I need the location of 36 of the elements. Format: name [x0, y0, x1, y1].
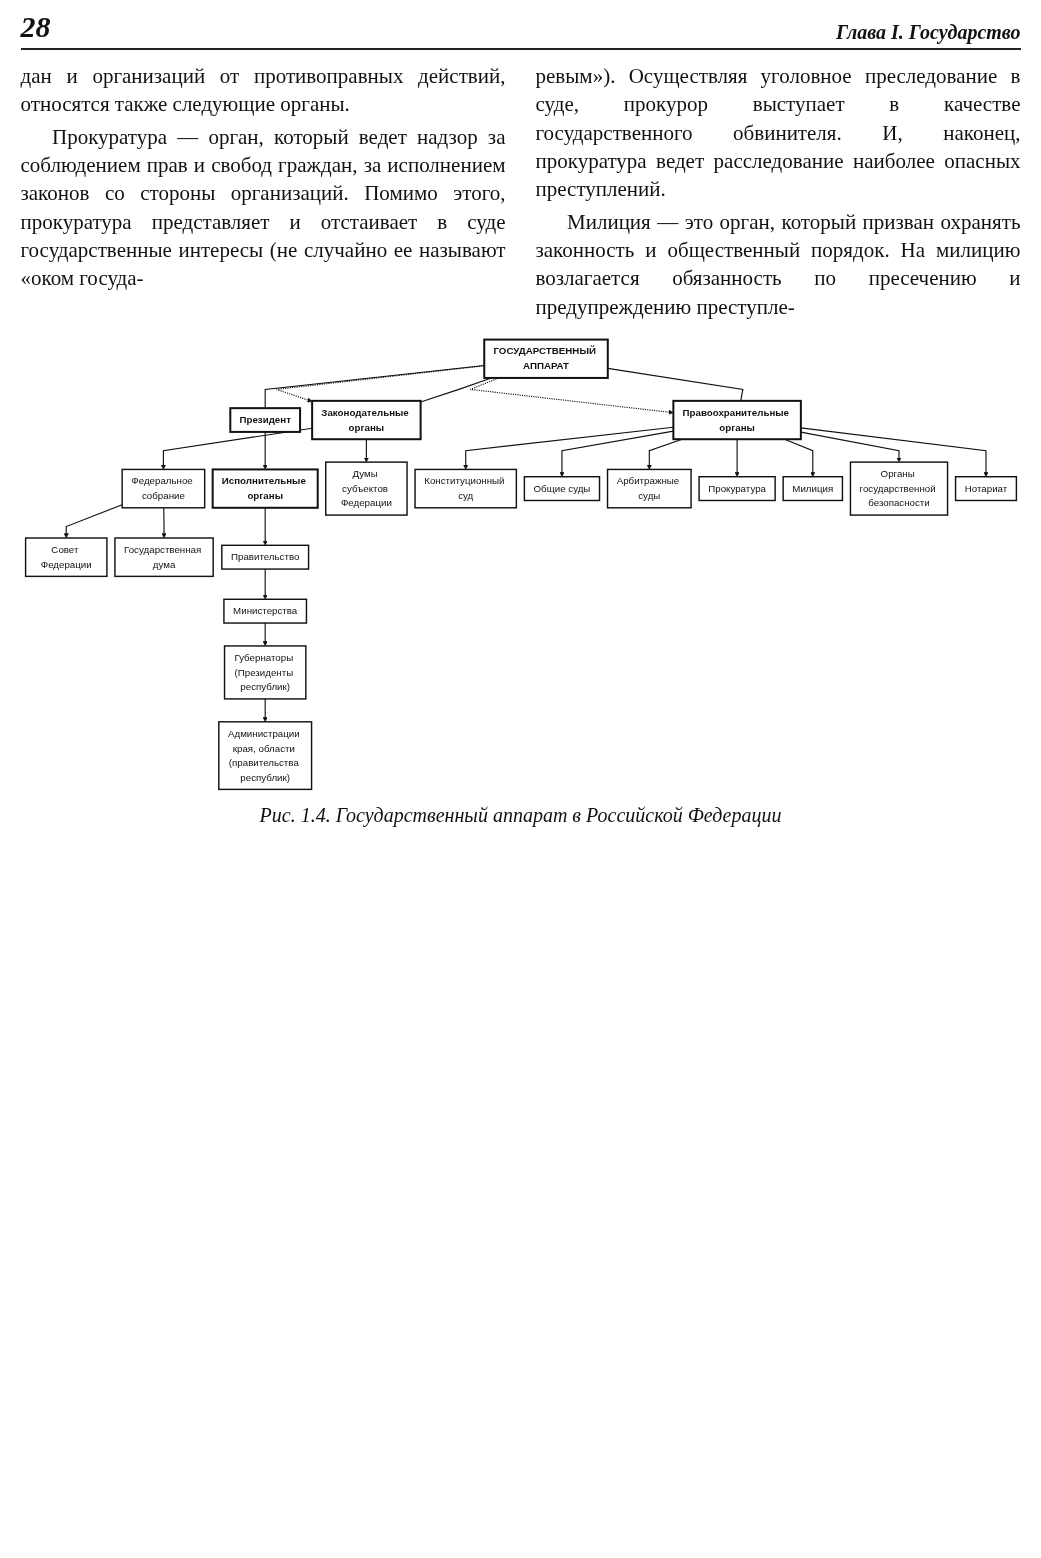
node-box: Конституционный суд: [413, 468, 517, 509]
arrow: [262, 698, 268, 723]
figure-caption: Рис. 1.4. Государственный аппарат в Российской Федерации: [258, 804, 783, 828]
body-paragraph: ревым»). Осуществляя уголовное преследование в суде, прокурор выступает в качестве государственного обвинителя. И, наконец, прокуратура ведет расследование наиболее опасных преступлений.: [535, 63, 1021, 204]
body-paragraph: дан и организаций от противоправных действий, относятся также следующие органы.: [20, 63, 506, 119]
node-box: Правительство: [220, 544, 309, 570]
node-box: Милиция: [781, 476, 843, 502]
arrow: [262, 622, 268, 647]
arrow: [363, 438, 369, 463]
node-box: Нотариат: [954, 476, 1017, 502]
node-box: Федеральное собрание: [120, 468, 205, 509]
node-box: Президент: [228, 407, 301, 433]
body-paragraph: Милиция — это орган, который призван охранять законность и общественный порядок. На милицию возлагается обязанность по пресечению и предупреждению преступле-: [535, 208, 1021, 321]
node-box: Министерства: [222, 598, 307, 624]
node-box: Правоохранительные органы: [671, 399, 802, 441]
body-paragraph: Прокуратура — орган, который ведет надзор за соблюдением прав и свобод граждан, за исполнением законов со стороны организаций. Помимо этого, прокуратура представляет и отстаивает в суде государственные интересы (не случайно ее называют «оком госуда-: [20, 123, 506, 293]
node-box: Администрации края, области (правительства республик): [217, 721, 312, 791]
arrow: [161, 507, 167, 539]
node-box: ГОСУДАРСТВЕННЫЙ АППАРАТ: [482, 338, 609, 380]
node-box: Исполнительные органы: [211, 468, 319, 509]
node-box: Арбитражные суды: [606, 468, 692, 509]
node-box: Совет Федерации: [24, 537, 108, 578]
node-box: Прокуратура: [697, 476, 776, 502]
page-number: 28: [20, 10, 51, 44]
node-box: Органы государственной безопасности: [849, 461, 948, 516]
arrow: [63, 504, 123, 539]
arrow: [262, 507, 268, 546]
node-box: Губернаторы (Президенты республик): [223, 645, 307, 700]
node-box: Государственная дума: [113, 537, 214, 578]
node-box: Законодательные органы: [310, 399, 422, 441]
arrow: [262, 568, 268, 600]
arrow: [262, 431, 268, 470]
arrow: [734, 438, 740, 478]
node-box: Общие суды: [523, 476, 600, 502]
chapter-heading: Глава I. Государство: [836, 21, 1021, 44]
node-box: Думы субъектов Федерации: [324, 461, 408, 516]
